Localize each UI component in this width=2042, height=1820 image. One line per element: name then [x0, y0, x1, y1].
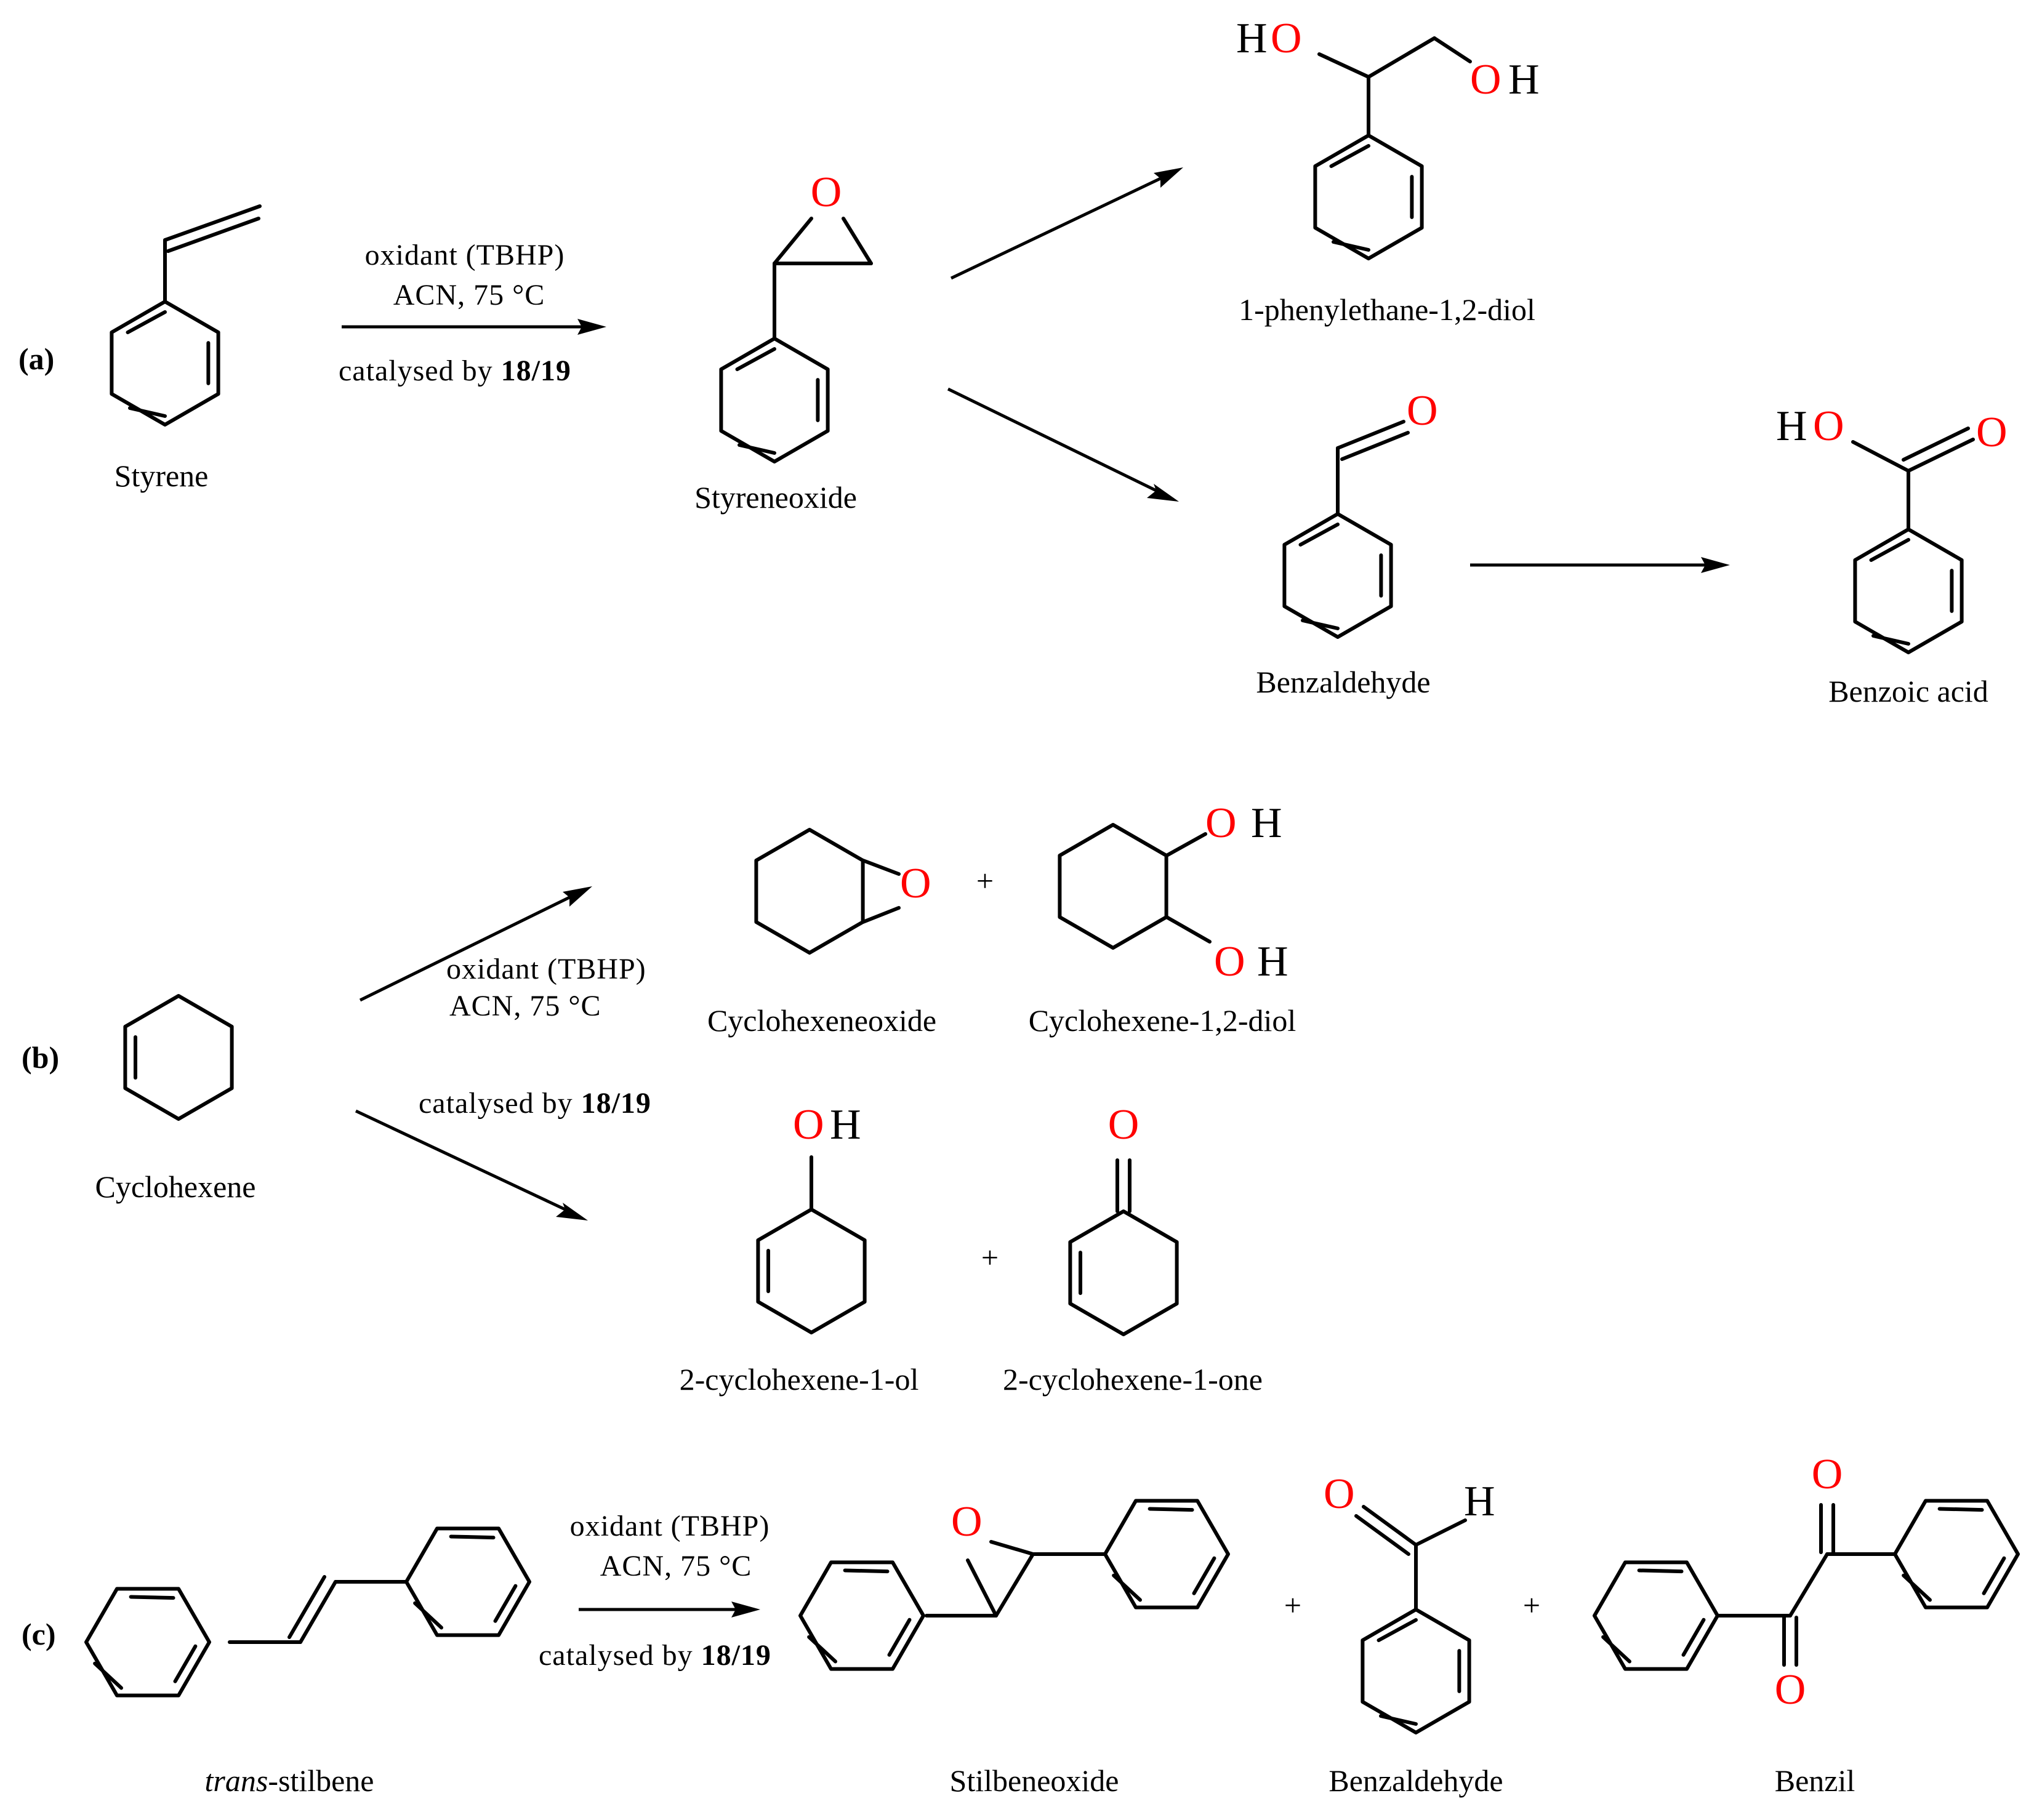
arrow-to-benzaldehyde — [947, 387, 1179, 502]
condition-catalyst-c: catalysed by 18/19 — [539, 1639, 771, 1672]
benzaldehyde-benzene-ring — [1284, 514, 1391, 637]
arrow-to-allylic-b — [355, 1109, 588, 1221]
condition-oxidant-c: oxidant (TBHP) — [570, 1510, 770, 1542]
diol-b-h-2: H — [1257, 938, 1288, 985]
trans-stilbene-label: trans-stilbene — [205, 1763, 374, 1798]
condition-solvent-a: ACN, 75 °C — [393, 279, 545, 311]
styrene-label: Styrene — [115, 459, 209, 493]
benzil-oxygen-bottom: O — [1775, 1666, 1806, 1714]
cyclohexenol-structure: O H — [758, 1101, 864, 1333]
stilbene-oxide-right-ring — [1090, 1474, 1244, 1634]
benzaldehyde-structure: O — [1284, 387, 1438, 637]
condition-solvent-c: ACN, 75 °C — [600, 1550, 752, 1582]
cyclohexene-diol-ring — [1059, 825, 1166, 948]
condition-catalyst-a: catalysed by 18/19 — [339, 355, 571, 387]
benzil-label: Benzil — [1775, 1763, 1855, 1798]
cyclohexenone-label: 2-cyclohexene-1-one — [1003, 1362, 1263, 1397]
reaction-arrow-a — [342, 319, 606, 335]
condition-oxidant-b: oxidant (TBHP) — [446, 953, 646, 985]
condition-solvent-b: ACN, 75 °C — [449, 990, 601, 1022]
cyclohexene-oxide-ring — [756, 830, 862, 953]
panel-label-a: (a) — [18, 342, 54, 376]
benzoic-acid-structure: H O O — [1776, 403, 2008, 652]
benzaldehyde-label: Benzaldehyde — [1256, 665, 1430, 699]
styrene-benzene-ring — [111, 302, 218, 425]
benzil-oxygen-top: O — [1812, 1451, 1843, 1498]
condition-oxidant-a: oxidant (TBHP) — [365, 239, 565, 271]
cyclohexenone-structure: O — [1070, 1101, 1176, 1334]
stilbene-left-ring — [71, 1562, 225, 1722]
benzoic-acid-h: H — [1776, 403, 1807, 450]
reaction-arrow-c — [579, 1602, 760, 1618]
cyclohexene-diol-structure: O H O H — [1059, 800, 1288, 985]
benzoic-acid-oxygen-oh: O — [1813, 403, 1844, 450]
diol-oxygen-2: O — [1470, 56, 1501, 103]
benzoic-acid-benzene-ring — [1855, 529, 1961, 652]
styrene-structure — [111, 204, 262, 425]
diol-b-h-1: H — [1251, 800, 1282, 847]
benzoic-acid-oxygen-carbonyl: O — [1976, 409, 2008, 456]
cyclohexenol-label: 2-cyclohexene-1-ol — [680, 1362, 919, 1397]
stilbene-oxide-oxygen: O — [951, 1498, 983, 1545]
diol-benzene-ring — [1315, 135, 1421, 259]
diol-b-oxygen-2: O — [1214, 938, 1245, 985]
cyclohexenone-oxygen: O — [1108, 1101, 1140, 1149]
plus-b-bottom: + — [981, 1240, 999, 1275]
benzil-left-ring — [1579, 1536, 1733, 1696]
stilbene-oxide-left-ring — [785, 1536, 939, 1696]
diol-h-2: H — [1508, 56, 1540, 103]
cyclohexene-diol-label: Cyclohexene-1,2-diol — [1029, 1003, 1296, 1038]
benzil-structure: O O — [1579, 1451, 2033, 1714]
benzaldehyde-c-h: H — [1464, 1478, 1495, 1525]
phenylethanediol-structure: H O O H — [1236, 15, 1540, 259]
stilbene-oxide-structure: O — [785, 1474, 1244, 1696]
styrene-oxide-label: Styreneoxide — [694, 480, 857, 515]
cyclohexenol-h: H — [830, 1101, 861, 1149]
benzil-right-ring — [1879, 1474, 2033, 1634]
benzaldehyde-c-structure: O H — [1324, 1470, 1495, 1733]
trans-stilbene-structure — [71, 1502, 545, 1722]
arrow-to-diol — [950, 167, 1183, 280]
cyclohexene-structure — [125, 996, 231, 1119]
condition-catalyst-b: catalysed by 18/19 — [419, 1087, 651, 1120]
benzaldehyde-oxygen: O — [1407, 387, 1438, 435]
diol-oxygen-1: O — [1271, 15, 1302, 62]
panel-label-c: (c) — [22, 1617, 56, 1651]
arrow-to-benzoic-acid — [1470, 557, 1730, 573]
stilbene-right-ring — [391, 1502, 545, 1662]
cyclohexenone-ring — [1070, 1211, 1176, 1334]
benzaldehyde-c-ring — [1362, 1610, 1469, 1733]
cyclohexene-oxide-oxygen: O — [900, 860, 931, 907]
plus-c-1: + — [1284, 1588, 1301, 1622]
cyclohexene-ring — [125, 996, 231, 1119]
diol-h-1: H — [1236, 15, 1268, 62]
phenylethanediol-label: 1-phenylethane-1,2-diol — [1239, 292, 1535, 327]
styrene-oxide-benzene-ring — [721, 339, 827, 462]
benzoic-acid-label: Benzoic acid — [1828, 674, 1988, 708]
cyclohexene-label: Cyclohexene — [95, 1169, 255, 1204]
cyclohexenol-oxygen: O — [793, 1101, 824, 1149]
cyclohexenol-ring — [758, 1209, 864, 1333]
styrene-oxide-oxygen: O — [811, 169, 842, 216]
benzaldehyde-c-oxygen: O — [1324, 1470, 1355, 1518]
cyclohexene-oxide-label: Cyclohexeneoxide — [707, 1003, 936, 1038]
arrow-to-epoxide-b — [359, 886, 592, 1002]
benzaldehyde-c-label: Benzaldehyde — [1329, 1763, 1503, 1798]
plus-b-top: + — [976, 864, 994, 898]
diol-b-oxygen-1: O — [1205, 800, 1237, 847]
plus-c-2: + — [1523, 1588, 1540, 1622]
cyclohexene-oxide-structure: O — [756, 830, 931, 953]
styrene-oxide-structure: O — [721, 169, 873, 462]
panel-label-b: (b) — [22, 1040, 59, 1075]
stilbene-oxide-label: Stilbeneoxide — [950, 1763, 1119, 1798]
